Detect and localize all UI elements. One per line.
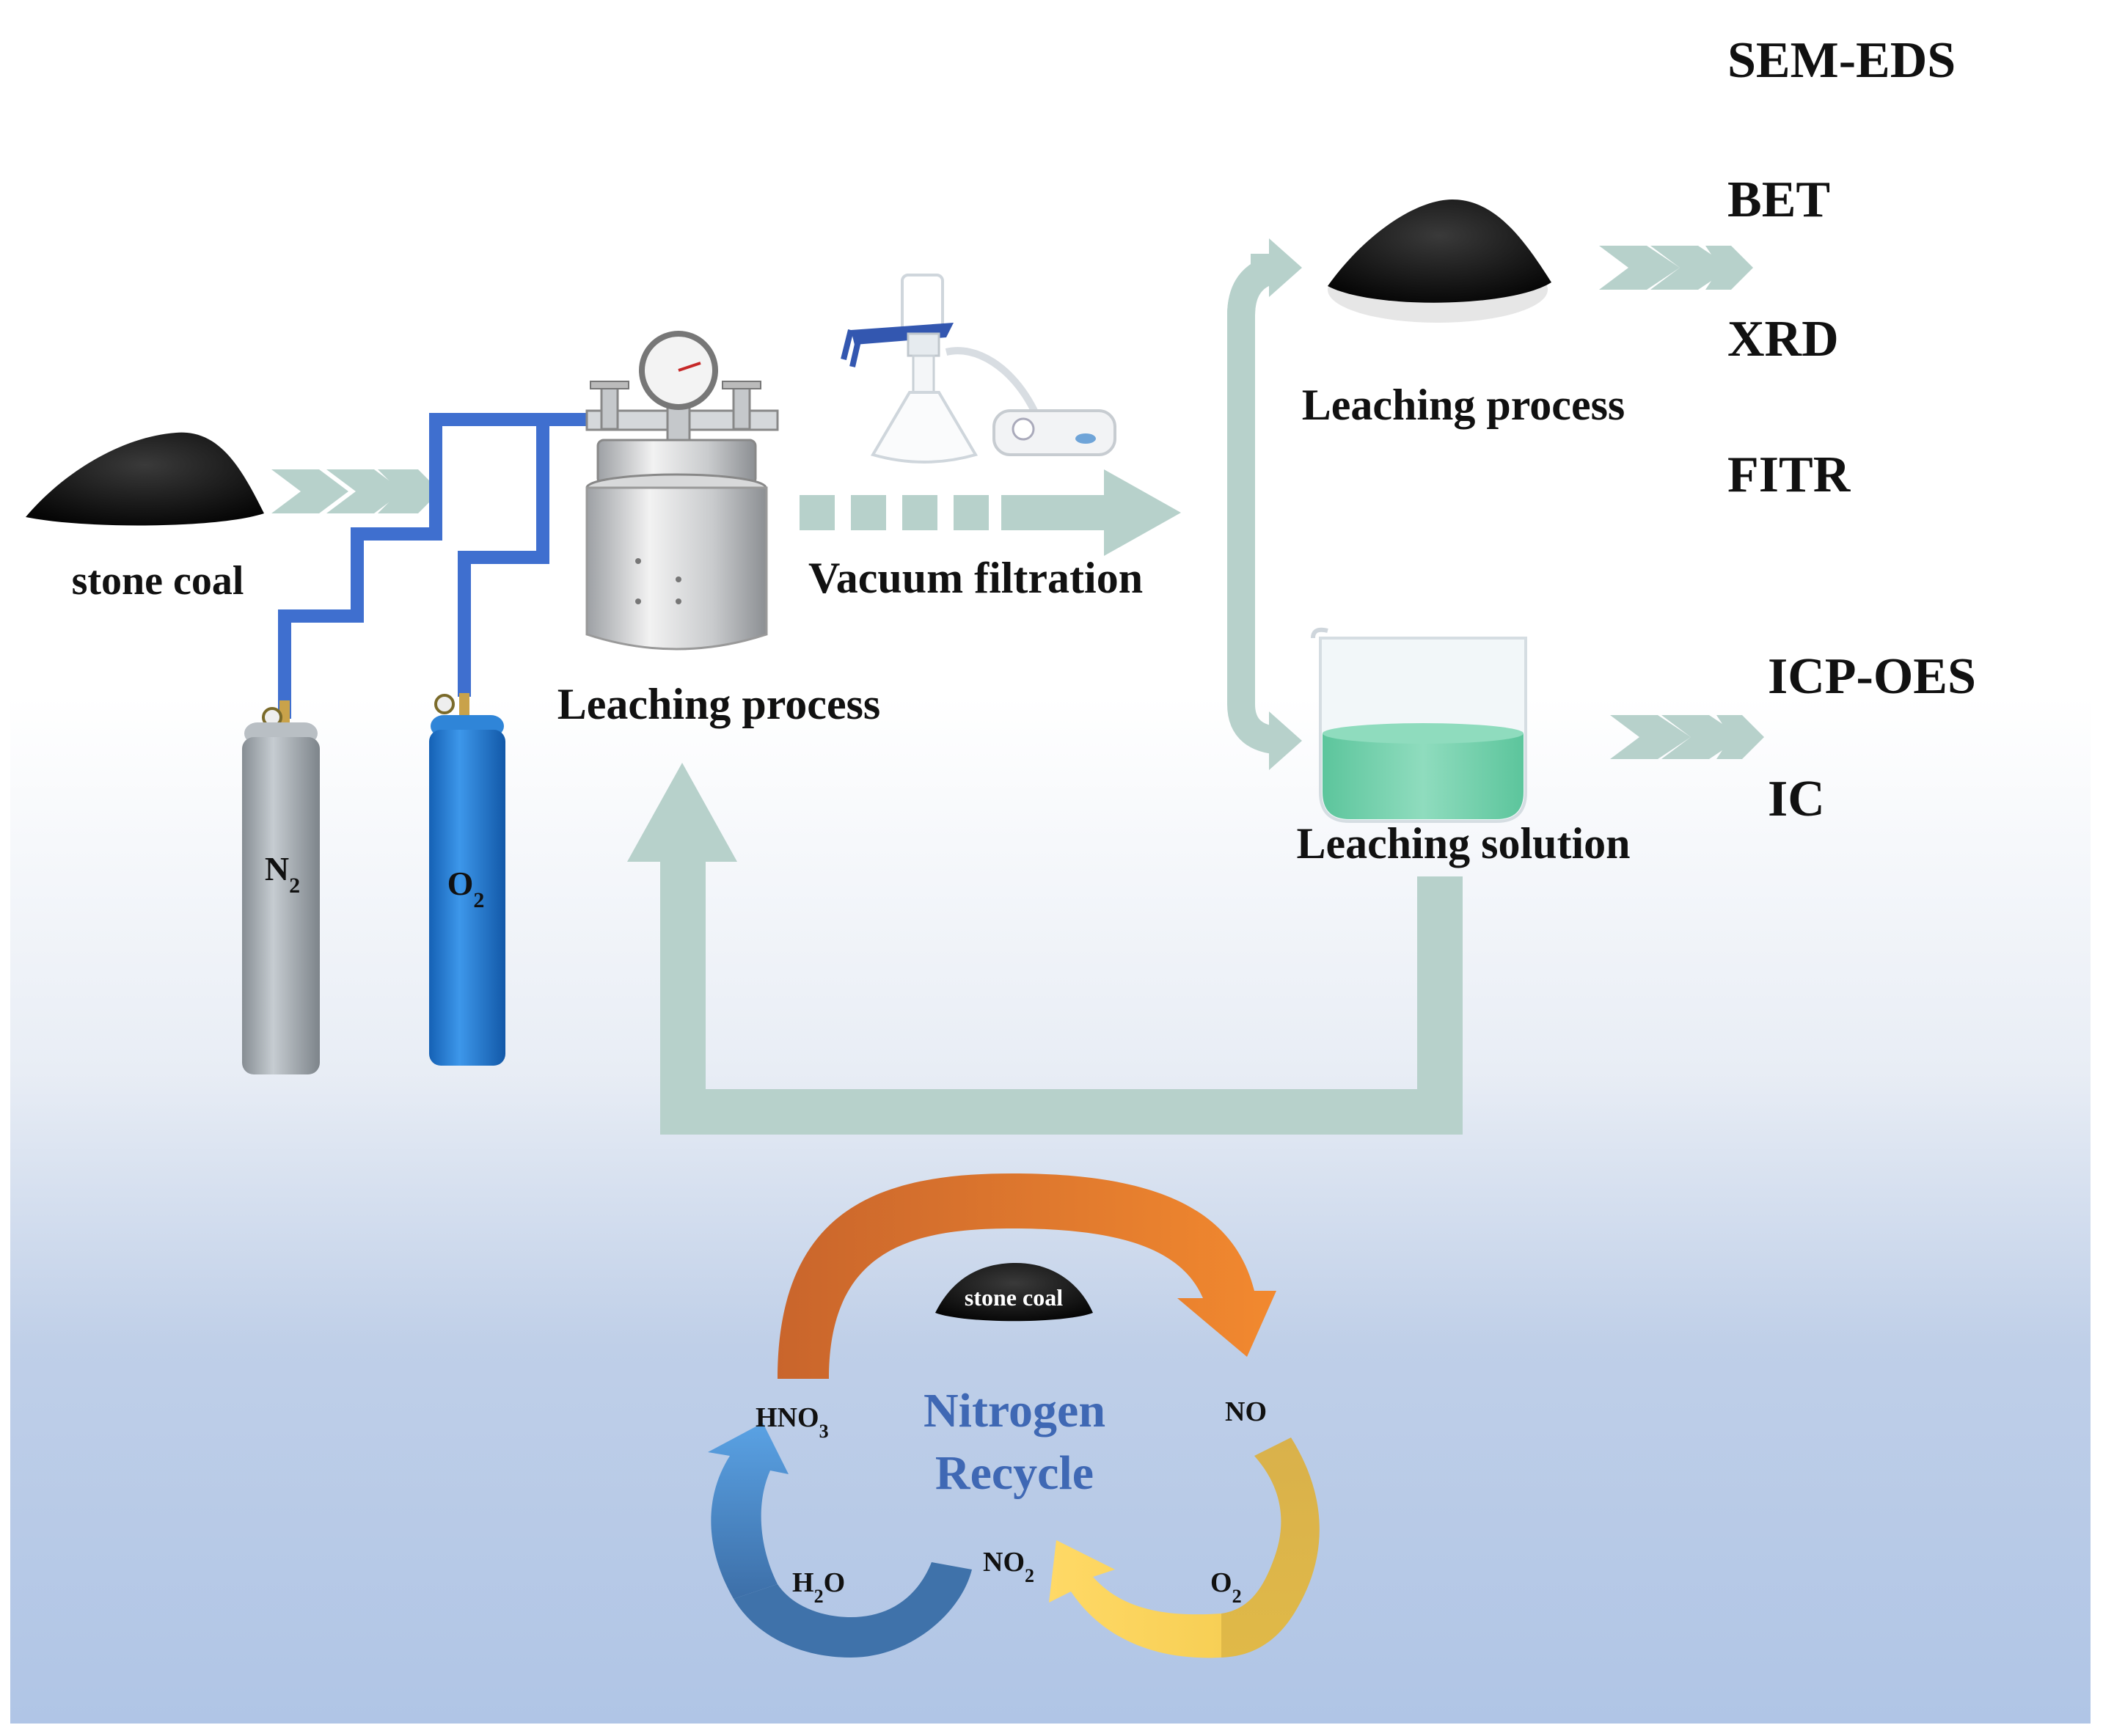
- o2-cylinder: O2: [429, 693, 505, 1066]
- leaching-solution-label: Leaching solution: [1296, 819, 1630, 868]
- leaching-solution-beaker: [1311, 627, 1527, 823]
- leached-residue-pile: [1328, 199, 1551, 323]
- cycle-coal-label: stone coal: [965, 1284, 1063, 1311]
- reactor-leaching-process-label: Leaching process: [557, 680, 881, 728]
- cycle-coal-pile: [935, 1263, 1093, 1322]
- n2-label: N2: [265, 850, 300, 898]
- yellow-cycle-arrow: [1049, 1540, 1221, 1658]
- o2-cylinder-label: O2: [447, 865, 485, 912]
- feed-chevron-arrow: [271, 469, 440, 513]
- cycle-title-line1: Nitrogen: [924, 1384, 1105, 1437]
- cycle-title-line2: Recycle: [935, 1446, 1094, 1500]
- stone-coal-pile: [26, 432, 264, 526]
- recycle-return-arrow: [627, 763, 1463, 1135]
- analysis-bet: BET: [1727, 172, 1830, 228]
- autoclave-reactor: [585, 331, 779, 651]
- hno3-label: HNO3: [756, 1402, 829, 1442]
- analysis-icp-oes: ICP-OES: [1768, 648, 1976, 705]
- analysis-sem-eds: SEM-EDS: [1727, 32, 1956, 89]
- analysis-ic: IC: [1768, 771, 1825, 827]
- gas-pipes: [278, 413, 587, 719]
- vacuum-filtration-label: Vacuum filtration: [808, 554, 1143, 602]
- orange-cycle-arrow: [778, 1173, 1276, 1379]
- vacuum-filtration-arrow: [800, 469, 1181, 556]
- no-label: NO: [1225, 1396, 1267, 1427]
- nitrogen-cycle: stone coal Nitrogen Recycle HNO3 NO NO2 …: [708, 1173, 1320, 1658]
- h2o-label: H2O: [792, 1567, 845, 1607]
- cycle-o2-label: O2: [1210, 1567, 1242, 1607]
- split-arrowheads: [1227, 238, 1302, 770]
- gold-cycle-arrow: [1218, 1437, 1320, 1658]
- panel-background: [10, 10, 2091, 1724]
- stone-coal-label: stone coal: [72, 558, 244, 604]
- solid-analysis-chevron: [1599, 246, 1753, 290]
- blue-light-cycle-arrow: [708, 1423, 789, 1599]
- blue-dark-cycle-arrow: [734, 1562, 972, 1658]
- solution-analysis-chevron: [1610, 715, 1764, 759]
- analysis-fitr: FITR: [1727, 447, 1851, 503]
- no2-label: NO2: [983, 1547, 1034, 1586]
- filtration-apparatus: [841, 274, 1116, 464]
- analysis-xrd: XRD: [1727, 311, 1839, 367]
- n2-cylinder: N2: [242, 700, 320, 1074]
- solid-leaching-process-label: Leaching process: [1302, 381, 1625, 429]
